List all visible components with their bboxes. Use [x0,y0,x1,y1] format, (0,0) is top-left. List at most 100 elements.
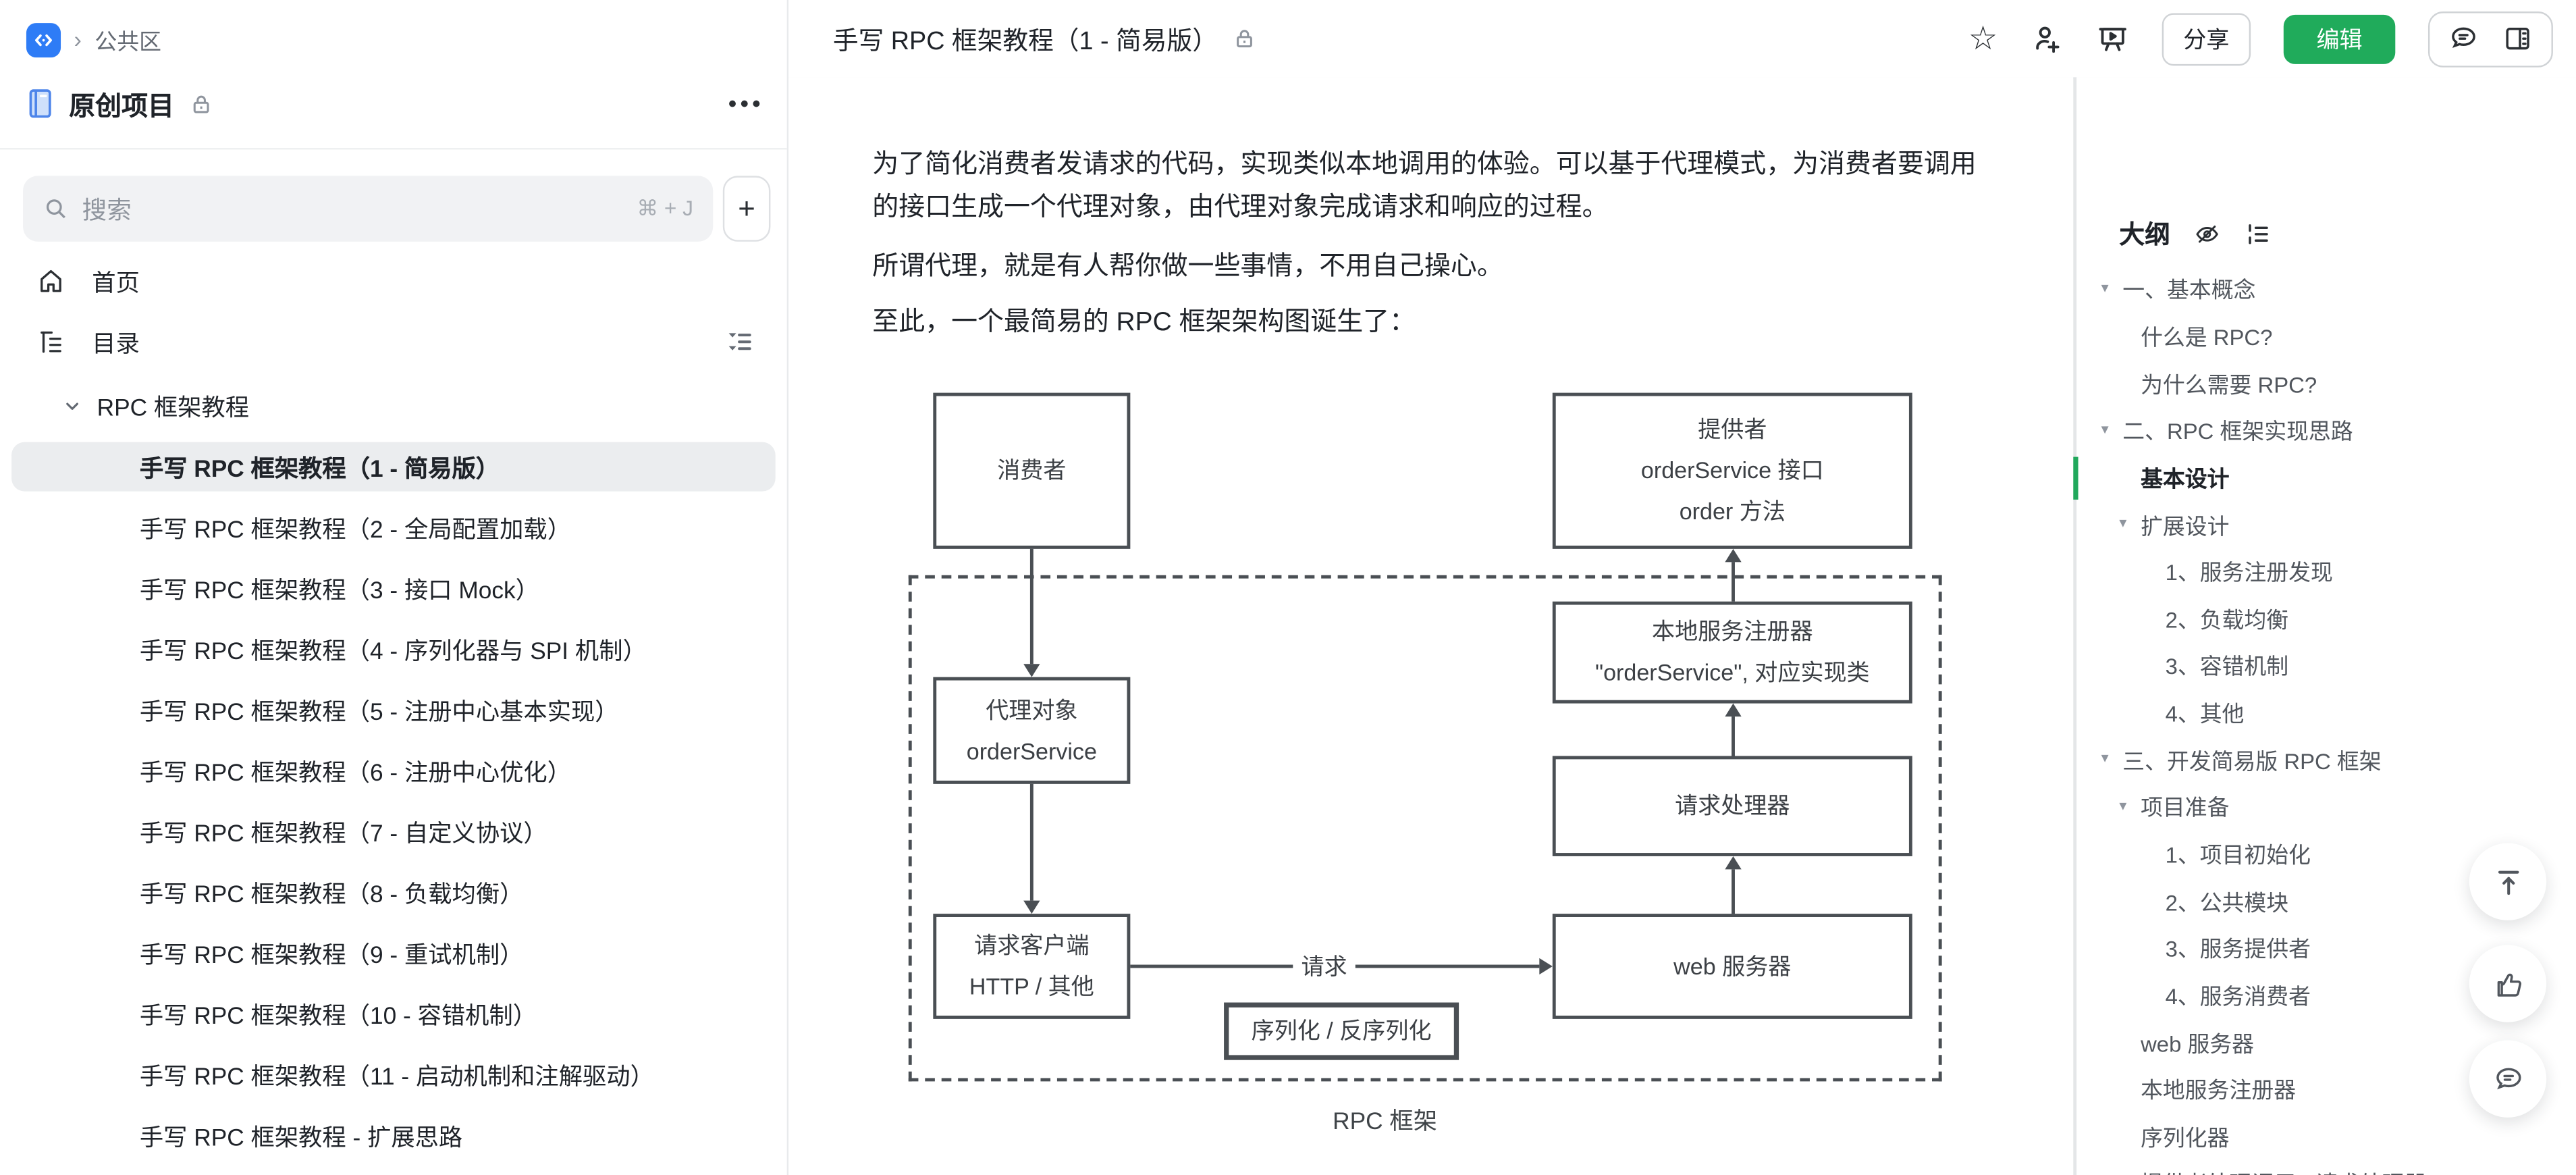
outline-item-label: 提供者处理调用 - 请求处理器 [2141,1166,2426,1175]
tree-item[interactable]: 手写 RPC 框架教程（11 - 启动机制和注解驱动） [11,1050,776,1099]
outline-item[interactable]: ▾ web 服务器 [2076,1018,2576,1065]
edit-button[interactable]: 编辑 [2283,14,2396,63]
space-title: 原创项目 [69,93,175,122]
outline-item[interactable]: ▾ 项目准备 [2076,783,2576,830]
tree-item[interactable]: 手写 RPC 框架教程（5 - 注册中心基本实现） [11,685,776,735]
page-title: 手写 RPC 框架教程（1 - 简易版） [833,20,1257,57]
outline-item[interactable]: ▾ 本地服务注册器 [2076,1065,2576,1112]
diagram-box-provider: 提供者 orderService 接口 order 方法 [1552,392,1912,549]
tree-item-list: 手写 RPC 框架教程（1 - 简易版） 手写 RPC 框架教程（2 - 全局配… [0,442,787,1172]
tree-item[interactable]: 手写 RPC 框架教程（8 - 负载均衡） [11,868,776,917]
outline-item-label: 三、开发简易版 RPC 框架 [2122,749,2382,774]
outline-item[interactable]: ▾ 一、基本概念 [2076,265,2576,312]
diagram-box-proxy: 代理对象 orderService [933,677,1131,784]
arrowhead-up [1725,548,1742,563]
search-input[interactable]: 搜索 ⌘ + J [23,176,714,242]
tree-item[interactable]: 手写 RPC 框架教程（10 - 容错机制） [11,989,776,1039]
tree-item[interactable]: 手写 RPC 框架教程（9 - 重试机制） [11,929,776,978]
outline-item[interactable]: ▾ 3、容错机制 [2076,641,2576,688]
app-logo-icon[interactable] [26,22,61,57]
caret-down-icon[interactable]: ▾ [2101,420,2109,437]
tree-item-label: 手写 RPC 框架教程（11 - 启动机制和注解驱动） [139,1064,654,1091]
tree-item[interactable]: 手写 RPC 框架教程（4 - 序列化器与 SPI 机制） [11,625,776,674]
outline-item[interactable]: ▾ 4、服务消费者 [2076,970,2576,1018]
caret-down-icon[interactable]: ▾ [2119,796,2127,814]
outline-item-label: 2、公共模块 [2165,890,2289,915]
outline-active-indicator [2073,456,2078,500]
home-icon [36,266,66,296]
tree-item-label: 手写 RPC 框架教程（7 - 自定义协议） [139,820,547,847]
outline-item[interactable]: ▾ 序列化器 [2076,1112,2576,1159]
outline-title: 大纲 [2119,221,2170,250]
paragraph: 为了简化消费者发请求的代码，实现类似本地调用的体验。可以基于代理模式，为消费者要… [872,151,1977,222]
outline-item[interactable]: ▾ 1、项目初始化 [2076,829,2576,877]
diagram-rpc-frame-boundary [908,575,1942,1082]
new-doc-button[interactable]: + [722,176,771,242]
tree-item[interactable]: 手写 RPC 框架教程（7 - 自定义协议） [11,807,776,856]
caret-down-icon[interactable]: ▾ [2101,750,2109,766]
outline-item[interactable]: ▾ 基本设计 [2076,453,2576,500]
sidebar-item-toc[interactable]: 目录 [0,317,787,367]
arrow-proxy-to-client [1029,783,1034,901]
caret-down-icon[interactable]: ▾ [2119,514,2127,531]
eye-off-icon[interactable] [2193,219,2221,247]
star-icon[interactable]: ☆ [1968,20,1998,57]
search-placeholder: 搜索 [82,196,132,225]
paragraph: 所谓代理，就是有人帮你做一些事情，不用自己操心。 [872,253,1503,282]
tree-item[interactable]: 手写 RPC 框架教程（6 - 注册中心优化） [11,746,776,795]
document-canvas[interactable]: 为了简化消费者发请求的代码，实现类似本地调用的体验。可以基于代理模式，为消费者要… [788,77,2074,1175]
outline-item[interactable]: ▾ 二、RPC 框架实现思路 [2076,406,2576,453]
tree-item[interactable]: 手写 RPC 框架教程（2 - 全局配置加载） [11,503,776,552]
outline-item[interactable]: ▾ 2、公共模块 [2076,877,2576,924]
arrowhead-up [1725,856,1742,870]
outline-item[interactable]: ▾ 1、服务注册发现 [2076,547,2576,594]
outline-item-label: 本地服务注册器 [2141,1078,2297,1103]
outline-item[interactable]: ▾ 为什么需要 RPC? [2076,359,2576,406]
sidebar-item-home[interactable]: 首页 [0,257,787,306]
outline-header: 大纲 [2119,215,2272,252]
tree-item-label: 手写 RPC 框架教程（2 - 全局配置加载） [139,517,572,544]
presentation-icon[interactable] [2096,22,2129,55]
arrowhead-down [1023,664,1040,677]
comment-icon[interactable] [2448,23,2479,54]
outline-item-label: 3、容错机制 [2165,654,2289,680]
share-button[interactable]: 分享 [2162,12,2251,66]
outline-item[interactable]: ▾ 2、负载均衡 [2076,594,2576,642]
tree-item[interactable]: 手写 RPC 框架教程（3 - 接口 Mock） [11,564,776,613]
breadcrumb-workspace[interactable]: 公共区 [95,29,161,55]
tree-item-label: 手写 RPC 框架教程（6 - 注册中心优化） [139,760,572,787]
caret-down-icon[interactable]: ▾ [2101,279,2109,296]
outline-list-icon[interactable] [2244,219,2272,247]
breadcrumb: › 公共区 [26,22,161,58]
arrowhead-right [1539,958,1553,975]
more-icon[interactable]: ••• [728,89,764,118]
diagram-box-local-registry: 本地服务注册器 "orderService", 对应实现类 [1552,601,1912,704]
toc-icon [36,327,66,357]
chevron-down-icon[interactable] [62,396,82,416]
invite-user-icon[interactable] [2031,22,2064,55]
outline-item-label: 什么是 RPC? [2141,325,2273,350]
collapse-list-icon[interactable] [724,327,754,357]
topbar: 手写 RPC 框架教程（1 - 简易版） ☆ 分享 编辑 [788,0,2576,79]
outline-item[interactable]: ▾ 什么是 RPC? [2076,312,2576,359]
tree-item[interactable]: 手写 RPC 框架教程 - 扩展思路 [11,1111,776,1160]
like-button[interactable] [2469,945,2547,1022]
comment-float-button[interactable] [2469,1040,2547,1118]
tree-item[interactable]: 手写 RPC 框架教程（1 - 简易版） [11,442,776,492]
arrow-label-request: 请求 [1293,949,1356,983]
diagram-box-serializer: 序列化 / 反序列化 [1224,1002,1459,1060]
outline-item[interactable]: ▾ 提供者处理调用 - 请求处理器 [2076,1159,2576,1175]
outline-item[interactable]: ▾ 三、开发简易版 RPC 框架 [2076,735,2576,783]
arrow-handler-to-registry [1732,716,1735,756]
tree-item-label: 手写 RPC 框架教程（1 - 简易版） [139,456,500,483]
tree-root-label: RPC 框架教程 [97,395,250,422]
outline-item[interactable]: ▾ 扩展设计 [2076,500,2576,547]
outline-item[interactable]: ▾ 4、其他 [2076,688,2576,735]
scroll-to-top-button[interactable] [2469,843,2547,920]
lock-icon [189,91,214,116]
layout-panel-icon[interactable] [2502,23,2533,54]
sidebar: › 公共区 原创项目 ••• 搜索 ⌘ + J + 首页 [0,0,789,1175]
outline-item[interactable]: ▾ 3、服务提供者 [2076,924,2576,971]
tree-root-rpc-tutorial[interactable]: RPC 框架教程 [0,383,787,429]
tree-item-label: 手写 RPC 框架教程（4 - 序列化器与 SPI 机制） [139,638,647,665]
